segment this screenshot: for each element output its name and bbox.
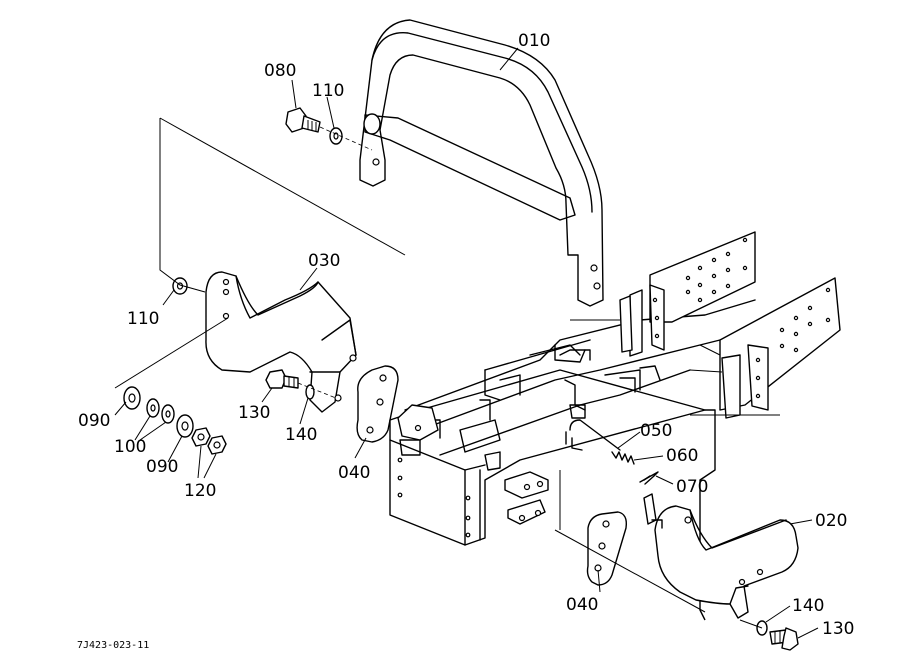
part-130-bolt-left [265,369,299,389]
label-140-left: 140 [285,425,317,445]
label-130-left: 130 [238,403,270,423]
part-080-bolt [285,107,321,133]
label-070: 070 [676,477,708,497]
label-090-b: 090 [146,457,178,477]
label-110-top: 110 [312,81,344,101]
label-120: 120 [184,481,216,501]
part-060-spring [611,451,635,465]
part-030-step-bracket [205,271,357,413]
label-110-left: 110 [127,309,159,329]
label-020: 020 [815,511,847,531]
label-050: 050 [640,421,672,441]
part-070-clip-bracket [643,493,663,529]
label-100: 100 [114,437,146,457]
part-070-clip [639,471,659,485]
part-140-lockwasher-left [305,384,315,400]
leader-lines [114,47,819,639]
part-labels: 010 080 110 030 110 090 100 090 120 130 … [78,31,854,639]
part-fastener-stack [123,386,227,455]
rear-panels [619,231,841,419]
drawing-code: 7J423-023-11 [77,640,149,651]
part-020-step-bracket [654,505,799,619]
label-010: 010 [518,31,550,51]
label-040-left: 040 [338,463,370,483]
part-050-rod [565,419,621,451]
part-130-bolt-right [769,627,799,651]
label-080: 080 [264,61,296,81]
part-010-guard-bar [359,19,604,307]
label-090-a: 090 [78,411,110,431]
label-060: 060 [666,446,698,466]
label-130-right: 130 [822,619,854,639]
label-040-right: 040 [566,595,598,615]
label-030: 030 [308,251,340,271]
part-040-plate-left [356,365,399,443]
label-140-right: 140 [792,596,824,616]
part-040-plate-right [586,511,628,586]
part-110-washer-top [329,127,343,145]
